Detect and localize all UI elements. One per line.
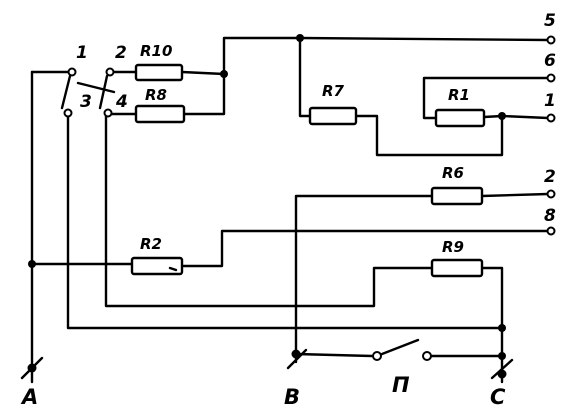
switch-p-blade [380, 338, 420, 356]
wire-r6-to-out2 [480, 192, 550, 198]
resistor-r1 [434, 108, 486, 128]
output-6-terminal [546, 73, 556, 83]
contact-2-label: 2 [115, 43, 127, 63]
wire-top-bus-to-out5 [298, 36, 550, 42]
resistor-r2-mark [168, 266, 178, 272]
junction-c-356 [498, 352, 506, 360]
wire-b-to-switch-p [294, 352, 374, 358]
wire-b-to-r6 [294, 194, 434, 356]
output-2-label: 2 [544, 167, 556, 187]
switch-p-contact-right [422, 351, 432, 361]
resistor-r8 [134, 104, 186, 124]
terminal-a-dot [27, 363, 37, 373]
terminal-c-dot [497, 369, 507, 379]
wire-r10-to-node [180, 70, 226, 76]
wire-contact-4-to-r9 [104, 113, 434, 308]
resistor-r7 [308, 106, 358, 126]
r2-label: R2 [140, 235, 162, 253]
wire-r7-to-r1-node [354, 114, 504, 157]
switch-arm-right [98, 74, 109, 110]
terminal-c-label: C [490, 385, 506, 409]
resistor-r9 [430, 258, 484, 278]
r8-label: R8 [145, 86, 167, 104]
wire-r8-to-node [182, 72, 226, 116]
resistor-r2 [130, 256, 184, 276]
terminal-a-label: A [20, 385, 38, 409]
junction-a-r2 [28, 260, 36, 268]
wire-contact-3-to-c [66, 113, 504, 330]
wire-node-to-top-bus [222, 36, 302, 76]
labels: 1 2 3 4 R10 R8 R7 R1 R6 R2 R9 5 6 1 2 8 … [20, 11, 556, 409]
r10-label: R10 [140, 42, 172, 60]
resistor-r10 [134, 63, 184, 82]
switch-p-label: П [392, 373, 410, 397]
junction-r1-out1 [498, 112, 506, 120]
wire-out6-loop [422, 76, 550, 120]
contact-3-terminal [63, 108, 73, 118]
resistors [130, 63, 486, 278]
contact-1-terminal [67, 67, 77, 77]
output-8-label: 8 [544, 206, 556, 226]
resistor-r6 [430, 186, 484, 206]
wire-r9-to-c [480, 266, 504, 380]
junction-c-328 [498, 324, 506, 332]
r9-label: R9 [442, 238, 464, 256]
output-2-terminal [546, 189, 556, 199]
junction-r10-r8 [220, 70, 228, 78]
switch-coupling [76, 81, 116, 94]
output-5-terminal [546, 35, 556, 45]
terminal-b-label: B [284, 385, 300, 409]
r1-label: R1 [448, 86, 470, 104]
output-6-label: 6 [544, 51, 556, 71]
wires [20, 36, 550, 384]
junctions [27, 34, 507, 379]
contact-3-label: 3 [80, 92, 92, 112]
output-1-label: 1 [544, 91, 556, 111]
switch-arm-left [60, 74, 72, 110]
r6-label: R6 [442, 164, 464, 182]
contact-1-label: 1 [76, 43, 88, 63]
r7-label: R7 [322, 82, 345, 100]
output-5-label: 5 [544, 11, 556, 31]
contact-4-label: 4 [115, 92, 128, 112]
wire-bus-to-r7 [298, 36, 312, 118]
output-8-terminal [546, 226, 556, 236]
contact-2-terminal [105, 67, 115, 77]
terminals [63, 35, 556, 361]
junction-b-356 [291, 349, 301, 359]
switch-p-contact-left [372, 351, 382, 361]
wire-node-to-out1 [500, 114, 550, 120]
junction-top-bus [296, 34, 304, 42]
output-1-terminal [546, 113, 556, 123]
wire-r2-to-out8 [180, 229, 550, 268]
contact-4-terminal [103, 108, 113, 118]
